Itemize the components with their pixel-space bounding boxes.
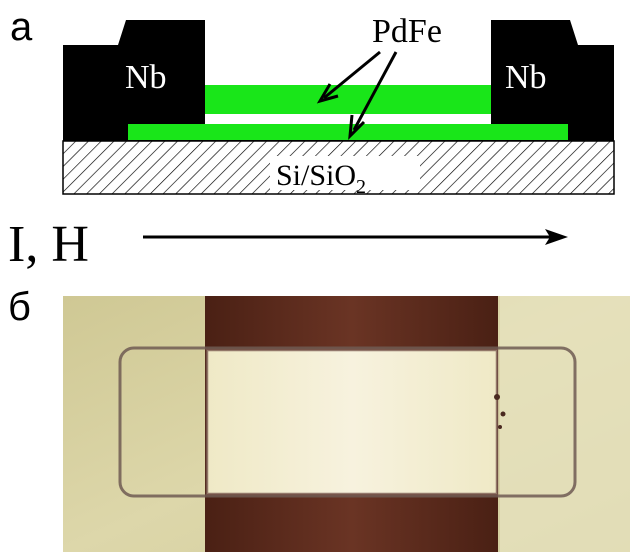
micrograph-film-edge — [205, 348, 499, 496]
direction-arrow — [143, 229, 568, 245]
micrograph — [63, 296, 630, 552]
substrate: Si/SiO2 — [62, 140, 615, 198]
pdfe-pointer-arrows — [316, 50, 398, 141]
pdfe-label: PdFe — [372, 13, 442, 50]
nb-electrode-right — [491, 20, 614, 124]
nb-right-label: Nb — [505, 59, 547, 96]
micrograph-defect — [500, 411, 506, 417]
micrograph-defect — [494, 394, 500, 400]
micrograph-right-region — [500, 296, 630, 552]
micrograph-pdfe-film — [207, 350, 497, 494]
micrograph-pdfe-outline — [118, 346, 577, 498]
panel-a: а Si/SiO2 Nb Nb PdFe I, H — [8, 5, 615, 273]
pdfe-bottom-layer — [128, 124, 568, 140]
micrograph-defect — [498, 425, 502, 429]
panel-a-label: а — [10, 5, 33, 49]
panel-b: б — [8, 285, 630, 552]
substrate-label: Si/SiO2 — [276, 159, 366, 198]
panel-b-label: б — [8, 285, 31, 329]
nb-electrode-left — [63, 20, 205, 124]
substrate-label-main: Si/SiO — [276, 159, 356, 192]
pdfe-top-layer — [205, 85, 491, 114]
substrate-label-mask — [270, 156, 420, 190]
substrate-label-subscript: 2 — [356, 176, 366, 198]
nb-left-label: Nb — [125, 59, 167, 96]
direction-label: I, H — [8, 216, 89, 273]
